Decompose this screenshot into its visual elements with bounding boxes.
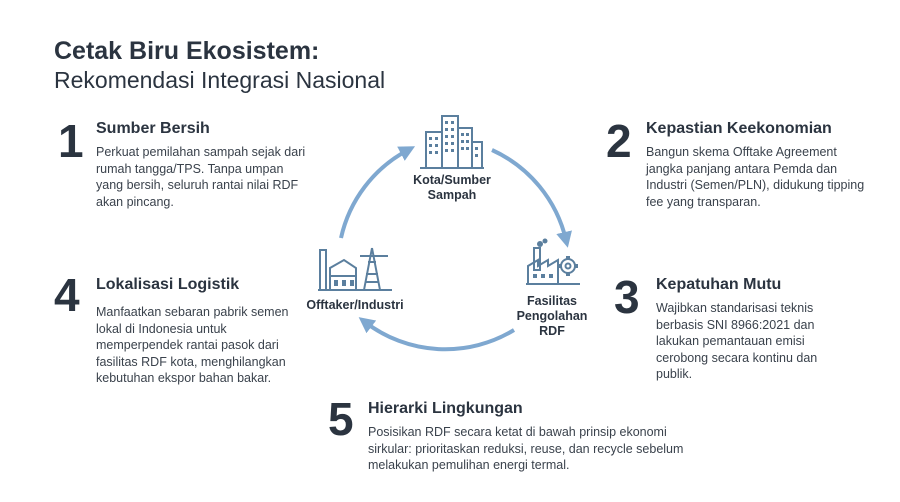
step-description: Manfaatkan sebaran pabrik semen lokal di…	[96, 305, 289, 385]
step-number: 1	[58, 115, 84, 167]
step-number: 4	[54, 269, 80, 321]
cycle-arrow-top-right	[491, 148, 572, 248]
city-buildings-icon	[420, 115, 484, 169]
node-label-line: Kota/Sumber	[413, 173, 491, 187]
page-subtitle: Rekomendasi Integrasi Nasional	[54, 67, 386, 93]
step-number: 5	[328, 393, 354, 445]
page-title: Cetak Biru Ekosistem:	[54, 37, 320, 65]
node-label-line: Fasilitas	[526, 294, 578, 308]
cycle-arrow-top-left	[339, 146, 416, 239]
step-heading: Sumber Bersih	[96, 120, 210, 137]
step-5: 5 Hierarki Lingkungan Posisikan RDF seca…	[328, 396, 708, 496]
step-heading: Hierarki Lingkungan	[368, 400, 523, 417]
step-1: 1 Sumber Bersih Perkuat pemilahan sampah…	[58, 118, 318, 218]
step-heading: Kepastian Keekonomian	[646, 120, 832, 137]
factory-gear-icon	[526, 238, 580, 285]
node-label-offtaker: Offtaker/Industri	[290, 298, 420, 313]
industrial-plant-icon	[318, 247, 392, 291]
step-heading: Kepatuhan Mutu	[656, 276, 782, 293]
step-description: Perkuat pemilahan sampah sejak dari ruma…	[96, 145, 306, 209]
node-label-line: Offtaker/Industri	[306, 298, 404, 312]
step-3: 3 Kepatuhan Mutu Wajibkan standarisasi t…	[614, 274, 874, 384]
node-label-line: RDF	[539, 324, 565, 338]
step-2: 2 Kepastian Keekonomian Bangun skema Off…	[606, 118, 876, 218]
step-description: Posisikan RDF secara ketat di bawah prin…	[368, 425, 684, 472]
node-label-rdf-facility: Fasilitas Pengolahan RDF	[508, 294, 596, 339]
node-label-city: Kota/Sumber Sampah	[392, 173, 512, 203]
cycle-arrow-bottom	[358, 317, 516, 352]
step-number: 3	[614, 271, 640, 323]
step-number: 2	[606, 115, 632, 167]
title-block: Cetak Biru Ekosistem: Rekomendasi Integr…	[54, 36, 385, 94]
step-4: 4 Lokalisasi Logistik Manfaatkan sebaran…	[54, 272, 314, 392]
node-label-line: Sampah	[427, 188, 477, 202]
step-heading: Lokalisasi Logistik	[96, 276, 240, 293]
node-label-line: Pengolahan	[516, 309, 588, 323]
step-description: Wajibkan standarisasi teknis berbasis SN…	[656, 301, 818, 381]
step-description: Bangun skema Offtake Agreement jangka pa…	[646, 145, 865, 209]
